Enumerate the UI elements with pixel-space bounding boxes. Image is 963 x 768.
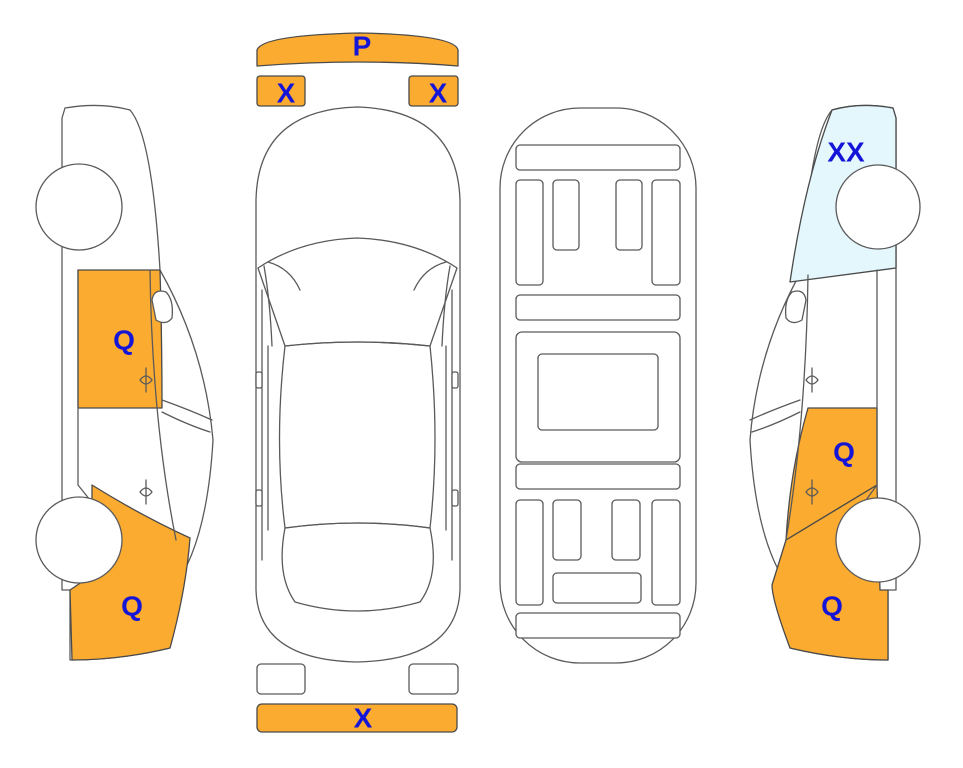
underbody-bar-2 — [515, 294, 681, 321]
left-front-door-panel — [77, 269, 163, 409]
underbody-slot-4 — [651, 179, 681, 286]
underbody-slot-3 — [615, 179, 643, 251]
top-rear-window — [281, 522, 434, 612]
top-body-outline — [255, 106, 461, 663]
underbody-bar-4 — [552, 572, 642, 604]
left-mirror — [151, 290, 174, 324]
underbody-slot-5 — [515, 499, 544, 606]
underbody-center-panel — [537, 353, 659, 431]
left-front-door-label: Q — [113, 325, 135, 356]
left-door-handle-rear — [139, 479, 153, 505]
underbody-slot-1 — [515, 179, 544, 286]
rear-bumper-label: X — [354, 703, 373, 734]
underbody-bar-1 — [515, 144, 681, 171]
left-side-view: Q Q — [35, 104, 214, 661]
right-door-handle-rear — [805, 479, 819, 505]
right-mirror — [784, 290, 807, 324]
rear-light-right — [408, 663, 459, 695]
top-mirror-mark-right — [451, 371, 459, 389]
right-rear-wheel — [835, 497, 921, 583]
left-door-handle-front — [139, 367, 153, 393]
underbody-bar-3 — [515, 463, 681, 490]
rear-bumper-panel — [256, 703, 458, 733]
underbody-slot-7 — [611, 499, 641, 561]
underbody-slot-6 — [552, 499, 582, 561]
top-side-lines — [261, 289, 453, 561]
right-front-wheel — [835, 164, 921, 250]
left-front-wheel — [35, 163, 123, 251]
left-door-line — [77, 269, 91, 501]
right-pillar-line — [785, 274, 809, 541]
underbody-view — [499, 107, 697, 664]
right-door-line — [865, 269, 878, 501]
underbody-slot-8 — [651, 499, 681, 606]
mirror-left-label: X — [277, 78, 296, 109]
right-window-line — [749, 399, 801, 433]
left-rear-wheel — [35, 496, 123, 584]
mirror-right-panel — [408, 75, 459, 107]
right-rear-quarter-label: Q — [821, 591, 843, 622]
left-rear-quarter-label: Q — [121, 591, 143, 622]
roof-front-panel — [256, 32, 459, 67]
underbody-bar-5 — [515, 612, 681, 639]
right-side-view: XX Q Q — [749, 104, 921, 661]
top-a-pillars — [263, 261, 451, 347]
top-mirror-mark-left — [255, 371, 263, 389]
roof-front-label: P — [353, 31, 372, 62]
top-handle-mark-right — [451, 489, 459, 507]
underbody-slot-2 — [552, 179, 580, 251]
top-handle-mark-left — [255, 489, 263, 507]
left-window-line — [161, 399, 213, 433]
mirror-right-label: X — [429, 78, 448, 109]
mirror-left-panel — [256, 75, 306, 107]
left-pillar-line — [149, 269, 177, 541]
right-rear-door-label: Q — [833, 437, 855, 468]
right-door-handle-front — [805, 367, 819, 393]
right-front-fender-label: XX — [827, 137, 865, 168]
top-view: P X X X — [255, 31, 461, 734]
rear-light-left — [256, 663, 306, 695]
